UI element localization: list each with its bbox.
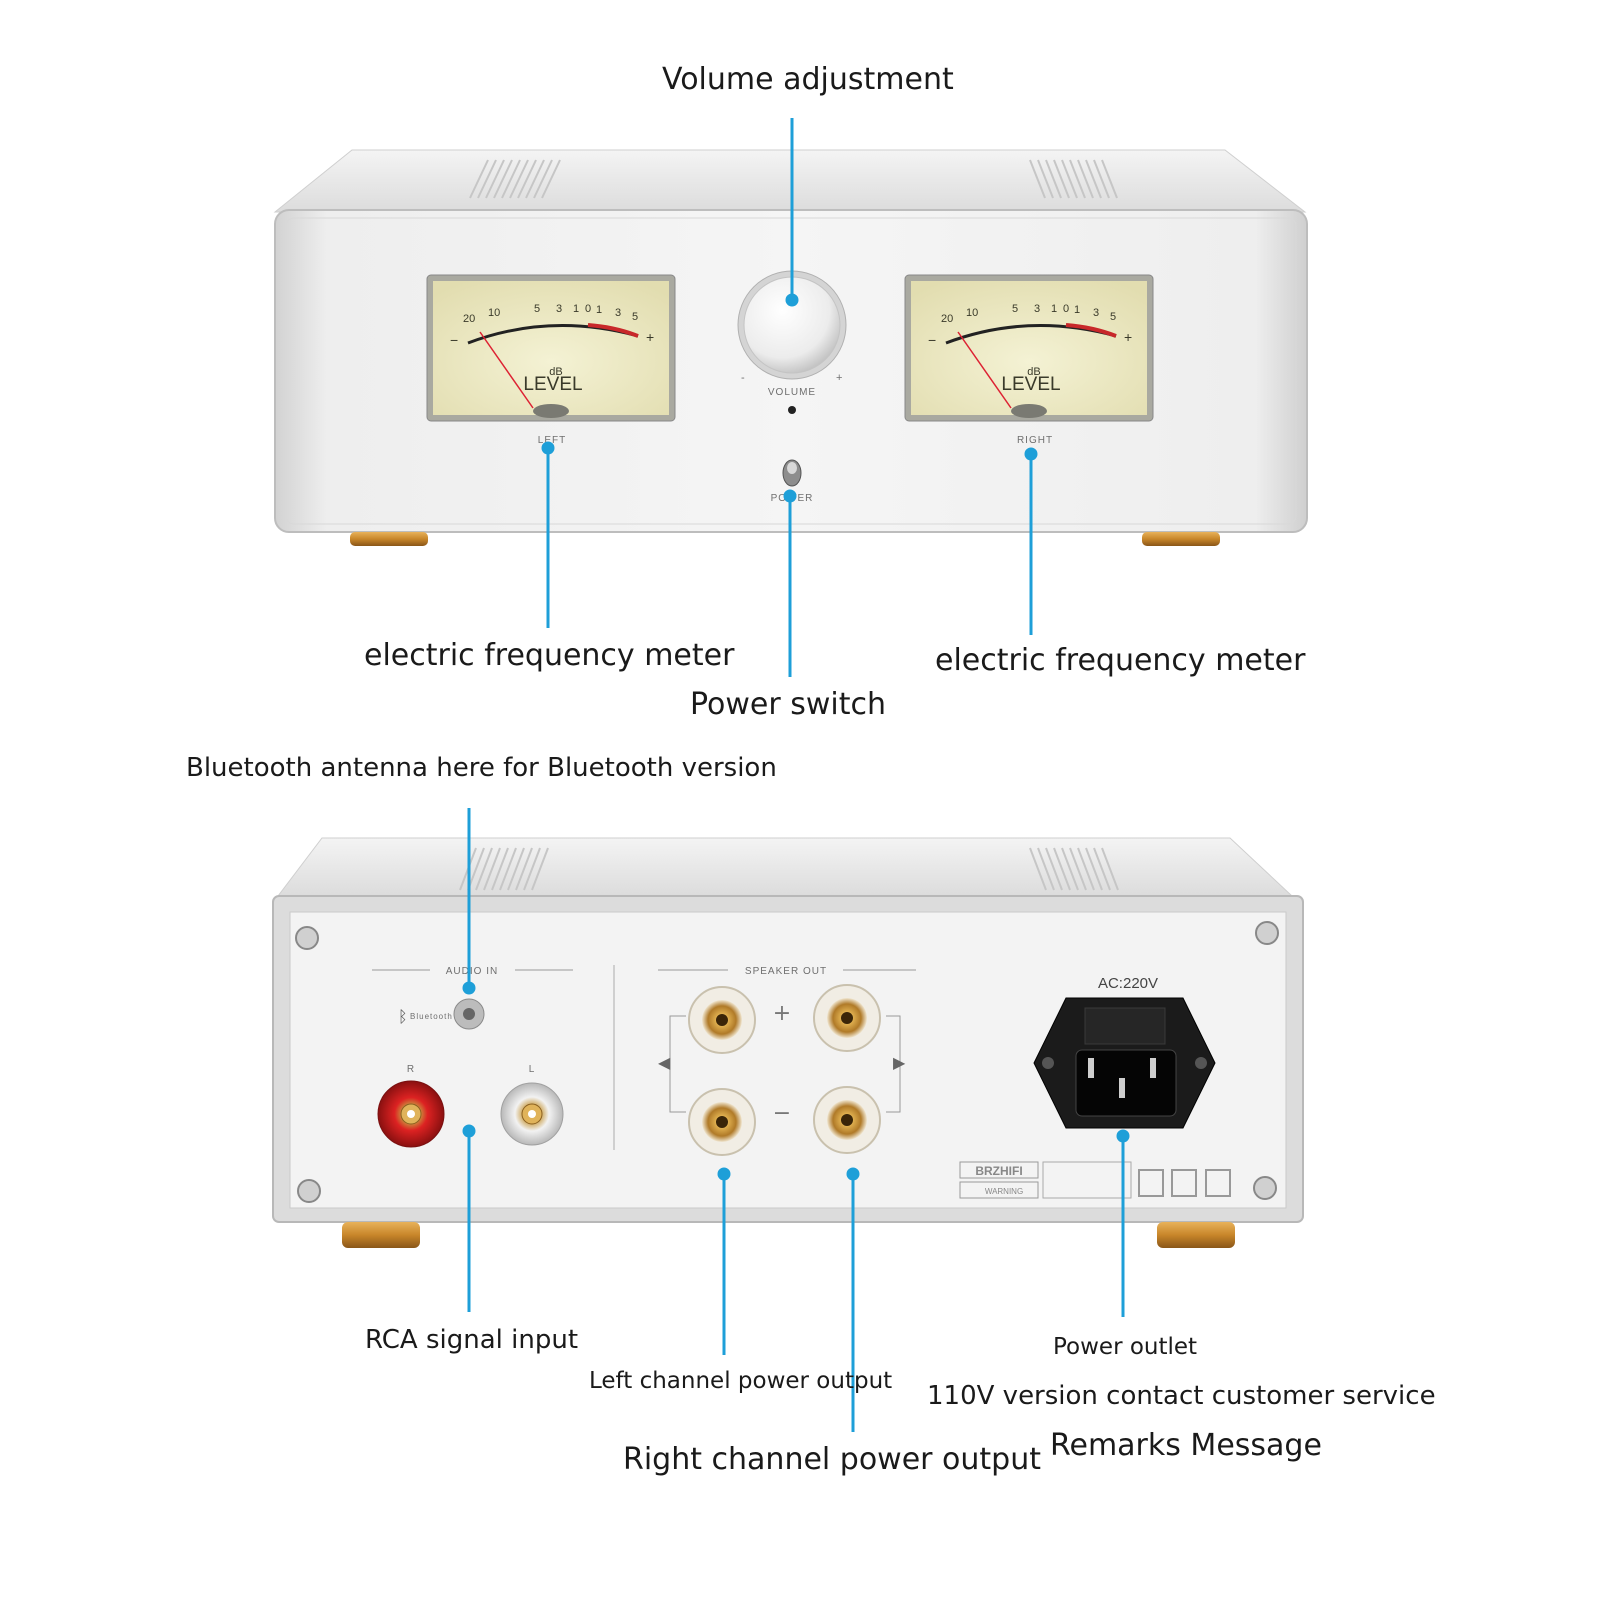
volume-label: VOLUME — [768, 387, 816, 398]
rear-top-vent-right — [1029, 847, 1119, 891]
meter-scale-red-3: 3 — [615, 307, 621, 319]
callout-meter-right: electric frequency meter — [935, 643, 1306, 678]
speaker-terminal-left-minus[interactable] — [688, 1088, 756, 1156]
rohs-check-icon — [1138, 1169, 1164, 1197]
caution-text-block — [1042, 1161, 1132, 1199]
rca-jack-right[interactable] — [377, 1080, 445, 1148]
warning-label: WARNING — [985, 1187, 1023, 1196]
callout-110v-version: 110V version contact customer service — [927, 1381, 1436, 1411]
meter-scale-red-5: 5 — [632, 311, 638, 323]
rear-screws — [295, 921, 1279, 1203]
bluetooth-label: Bluetooth — [410, 1012, 453, 1021]
volume-plus-mark: + — [836, 372, 843, 384]
screw — [1255, 921, 1279, 945]
callout-right-channel-output: Right channel power output — [623, 1442, 1041, 1477]
rca-jack-left[interactable] — [500, 1082, 564, 1146]
meter-scale-red-3: 3 — [1093, 307, 1099, 319]
meter-scale-red-1: 1 — [596, 304, 602, 316]
screw — [297, 1179, 321, 1203]
recycle-icon — [1171, 1169, 1197, 1197]
bluetooth-icon: ᛒ — [398, 1007, 408, 1026]
meter-unit: dB — [549, 366, 562, 378]
meter-scale-0: 0 — [1063, 303, 1069, 315]
meter-scale-red-1: 1 — [1074, 304, 1080, 316]
warning-plate — [959, 1181, 1039, 1199]
meter-right-label: RIGHT — [1017, 435, 1053, 446]
meter-scale-10: 10 — [966, 307, 978, 319]
audio-in-label: AUDIO IN — [446, 966, 498, 977]
meter-scale-3: 3 — [1034, 303, 1040, 315]
callout-meter-left: electric frequency meter — [364, 638, 735, 673]
callout-lines — [462, 118, 1130, 1432]
meter-scale-1: 1 — [573, 303, 579, 315]
speaker-terminal-right-minus[interactable] — [813, 1086, 881, 1154]
screw — [1253, 1176, 1277, 1200]
plus-sign: + — [773, 1001, 791, 1026]
rear-top-surface — [276, 837, 1294, 897]
speaker-terminal-left-plus[interactable] — [688, 986, 756, 1054]
rear-foot-left — [342, 1222, 420, 1248]
callout-volume-adjustment: Volume adjustment — [662, 62, 954, 97]
meter-minus: − — [450, 332, 458, 348]
speaker-terminal-right-plus[interactable] — [813, 984, 881, 1052]
speaker-left-icon: ◀ — [658, 1053, 671, 1072]
brand-label: BRZHIFI — [975, 1164, 1022, 1178]
vu-meter-left: 20 10 5 3 1 0 1 3 5 − + dB LEVEL — [426, 274, 676, 422]
vu-meter-right: 20 10 5 3 1 0 1 3 5 − + dB LEVEL — [904, 274, 1154, 422]
minus-sign: − — [773, 1101, 791, 1126]
ac-voltage-label: AC:220V — [1098, 975, 1158, 992]
callout-bluetooth-antenna: Bluetooth antenna here for Bluetooth ver… — [186, 753, 777, 783]
speaker-out-label: SPEAKER OUT — [745, 966, 827, 977]
ac-power-inlet[interactable] — [1033, 997, 1216, 1129]
rear-top-vent-left — [459, 847, 549, 891]
power-indicator-led — [788, 406, 796, 414]
callout-power-switch: Power switch — [690, 687, 887, 722]
meter-minus: − — [928, 332, 936, 348]
meter-scale-3: 3 — [556, 303, 562, 315]
volume-minus-mark: - — [741, 372, 746, 384]
front-amplifier: 20 10 5 3 1 0 1 3 5 − + dB LEVEL 20 10 5… — [273, 149, 1308, 546]
meter-needle — [957, 331, 1012, 409]
callout-remarks: Remarks Message — [1050, 1428, 1322, 1463]
rear-foot-right — [1157, 1222, 1235, 1248]
callout-rca-input: RCA signal input — [365, 1325, 579, 1355]
meter-needle — [479, 331, 534, 409]
rca-r-label: R — [407, 1064, 415, 1075]
callout-power-outlet: Power outlet — [1053, 1334, 1198, 1360]
meter-left-label: LEFT — [538, 435, 566, 446]
meter-scale-5: 5 — [534, 303, 540, 315]
screw — [295, 926, 319, 950]
meter-scale-20: 20 — [463, 313, 475, 325]
meter-plus: + — [1124, 329, 1132, 345]
meter-scale-10: 10 — [488, 307, 500, 319]
front-foot-left — [350, 532, 428, 546]
callout-left-channel-output: Left channel power output — [589, 1368, 893, 1394]
certification-icons — [1138, 1169, 1231, 1197]
front-top-vent-left — [469, 159, 561, 199]
front-foot-right — [1142, 532, 1220, 546]
brand-plate — [959, 1161, 1039, 1179]
front-top-surface — [273, 149, 1307, 213]
meter-plus: + — [646, 329, 654, 345]
speaker-right-icon: ▶ — [893, 1053, 906, 1072]
bluetooth-antenna-port[interactable] — [453, 998, 485, 1030]
meter-scale-5: 5 — [1012, 303, 1018, 315]
meter-scale-0: 0 — [585, 303, 591, 315]
meter-title: LEVEL — [523, 374, 582, 395]
front-top-vent-right — [1029, 159, 1118, 199]
rear-amplifier: AUDIO IN ᛒ Bluetooth R L SPEAKER OUT ◀ ▶… — [272, 837, 1304, 1248]
disposal-bin-icon — [1205, 1169, 1231, 1197]
rca-l-label: L — [529, 1064, 536, 1075]
meter-scale-1: 1 — [1051, 303, 1057, 315]
volume-knob[interactable] — [737, 270, 847, 380]
meter-scale-red-5: 5 — [1110, 311, 1116, 323]
meter-unit: dB — [1027, 366, 1040, 378]
meter-scale-20: 20 — [941, 313, 953, 325]
meter-title: LEVEL — [1001, 374, 1060, 395]
power-toggle-switch[interactable] — [782, 459, 802, 487]
